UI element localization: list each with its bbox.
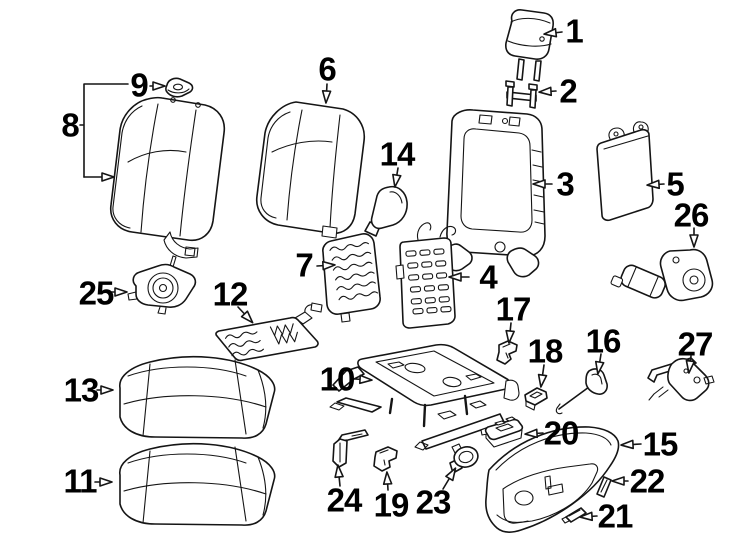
- part-10-art: [329, 343, 520, 451]
- part-24-art: [332, 429, 369, 468]
- leader-arrow-21: [579, 511, 598, 522]
- part-label-19: 19: [373, 486, 410, 524]
- part-2-art: [505, 80, 538, 109]
- part-label-2: 2: [559, 72, 577, 110]
- part-label-1: 1: [565, 12, 583, 50]
- part-9-art: [165, 77, 194, 98]
- part-7-art: [322, 233, 381, 323]
- part-label-22: 22: [629, 462, 666, 500]
- leader-arrow-15: [620, 439, 642, 450]
- part-3-art: [442, 109, 546, 278]
- part-label-21: 21: [597, 497, 634, 535]
- part-label-17: 17: [495, 290, 532, 328]
- part-label-20: 20: [543, 414, 580, 452]
- leader-arrow-7: [316, 260, 336, 271]
- part-label-13: 13: [63, 371, 100, 409]
- part-label-27: 27: [677, 325, 714, 363]
- part-label-5: 5: [666, 165, 684, 203]
- part-4-art: [395, 222, 457, 329]
- leader-arrow-2: [538, 86, 557, 97]
- part-25-art: [127, 255, 197, 315]
- part-6-art: [255, 101, 366, 239]
- leader-arrow-27: [685, 355, 696, 374]
- leader-arrow-24: [334, 464, 344, 487]
- part-13-art: [119, 355, 276, 439]
- part-label-7: 7: [295, 246, 313, 284]
- leader-arrow-1: [543, 27, 563, 38]
- part-label-23: 23: [415, 483, 452, 521]
- leader-arrows: [79, 27, 699, 522]
- leader-arrow-12: [237, 306, 254, 324]
- part-label-11: 11: [63, 462, 98, 500]
- part-label-14: 14: [379, 135, 416, 173]
- leader-arrow-6: [321, 83, 332, 104]
- part-8-art: [109, 96, 226, 259]
- part-label-6: 6: [318, 50, 336, 88]
- part-1-art: [505, 9, 554, 82]
- leader-arrow-14: [392, 167, 402, 188]
- part-label-25: 25: [78, 274, 115, 312]
- leader-bracket-8: [79, 83, 129, 178]
- part-label-12: 12: [212, 275, 249, 313]
- part-5-art: [596, 121, 654, 222]
- leader-arrow-19: [382, 471, 393, 491]
- leader-arrow-18: [537, 364, 548, 388]
- part-label-10: 10: [319, 360, 356, 398]
- part-12-art: [215, 302, 323, 362]
- part-label-8: 8: [61, 106, 79, 144]
- part-17-art: [496, 340, 518, 365]
- part-label-24: 24: [326, 481, 363, 519]
- part-19-art: [373, 446, 398, 472]
- leader-arrow-17: [505, 322, 515, 344]
- part-label-16: 16: [585, 322, 622, 360]
- part-21-art: [561, 507, 587, 524]
- leader-arrow-16: [594, 353, 605, 375]
- part-20-art: [480, 416, 524, 448]
- leader-arrow-5: [646, 179, 665, 190]
- part-15-art: [485, 426, 620, 533]
- part-label-4: 4: [479, 258, 497, 296]
- part-27-art: [647, 357, 715, 402]
- part-label-15: 15: [642, 425, 679, 463]
- part-label-18: 18: [527, 332, 564, 370]
- part-11-art: [119, 442, 276, 526]
- part-label-3: 3: [556, 165, 574, 203]
- part-18-art: [524, 387, 548, 411]
- part-16-art: [555, 368, 608, 415]
- part-14-art: [364, 185, 408, 237]
- part-label-26: 26: [673, 196, 710, 234]
- leader-arrow-20: [524, 428, 544, 439]
- leader-arrow-10: [354, 374, 373, 385]
- part-22-art: [596, 476, 612, 498]
- leader-arrow-23: [442, 467, 457, 490]
- part-label-9: 9: [130, 66, 148, 104]
- part-26-art: [610, 248, 714, 302]
